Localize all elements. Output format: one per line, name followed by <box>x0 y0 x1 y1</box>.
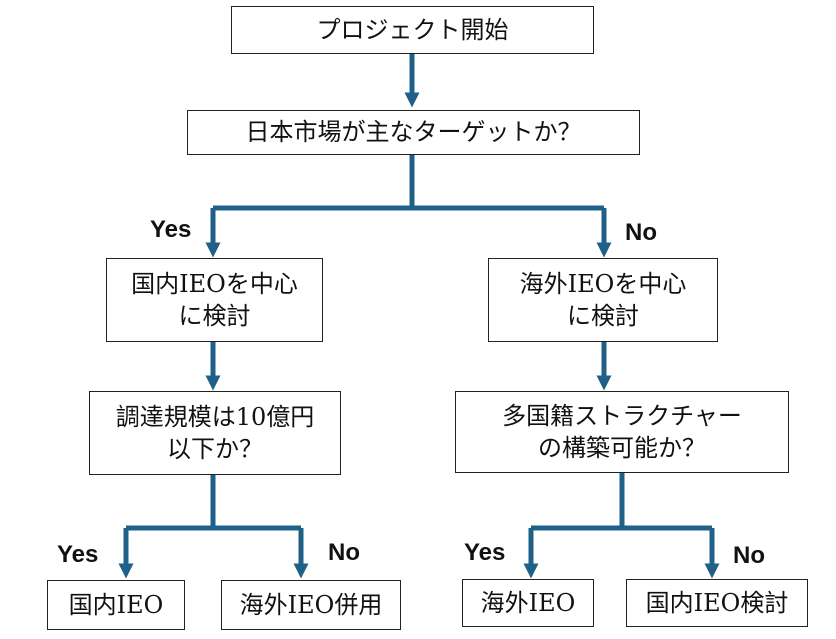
label-no-multinational: No <box>733 542 765 569</box>
label-no-scale: No <box>328 539 360 566</box>
node-q-scale: 調達規模は10億円 以下か？ <box>89 391 341 475</box>
node-result-overseas-ieo: 海外IEO <box>462 579 594 627</box>
node-q-multinational: 多国籍ストラクチャー の構築可能か？ <box>455 391 789 473</box>
node-overseas-focus: 海外IEOを中心 に検討 <box>488 258 718 342</box>
label-no-japan: No <box>625 219 657 246</box>
label-yes-multinational: Yes <box>464 539 506 566</box>
connector-scale-branch <box>126 475 301 531</box>
node-result-domestic-consider: 国内IEO検討 <box>626 579 808 627</box>
label-yes-scale: Yes <box>57 541 99 568</box>
node-result-domestic-ieo: 国内IEO <box>47 580 185 630</box>
connector-q1-branch <box>213 155 604 211</box>
node-domestic-focus: 国内IEOを中心 に検討 <box>106 258 323 342</box>
node-result-overseas-combined: 海外IEO併用 <box>221 580 401 630</box>
node-q-japan-target: 日本市場が主なターゲットか？ <box>187 110 640 155</box>
node-start: プロジェクト開始 <box>231 6 594 54</box>
label-yes-japan: Yes <box>150 216 192 243</box>
connector-multinational-branch <box>531 473 712 531</box>
